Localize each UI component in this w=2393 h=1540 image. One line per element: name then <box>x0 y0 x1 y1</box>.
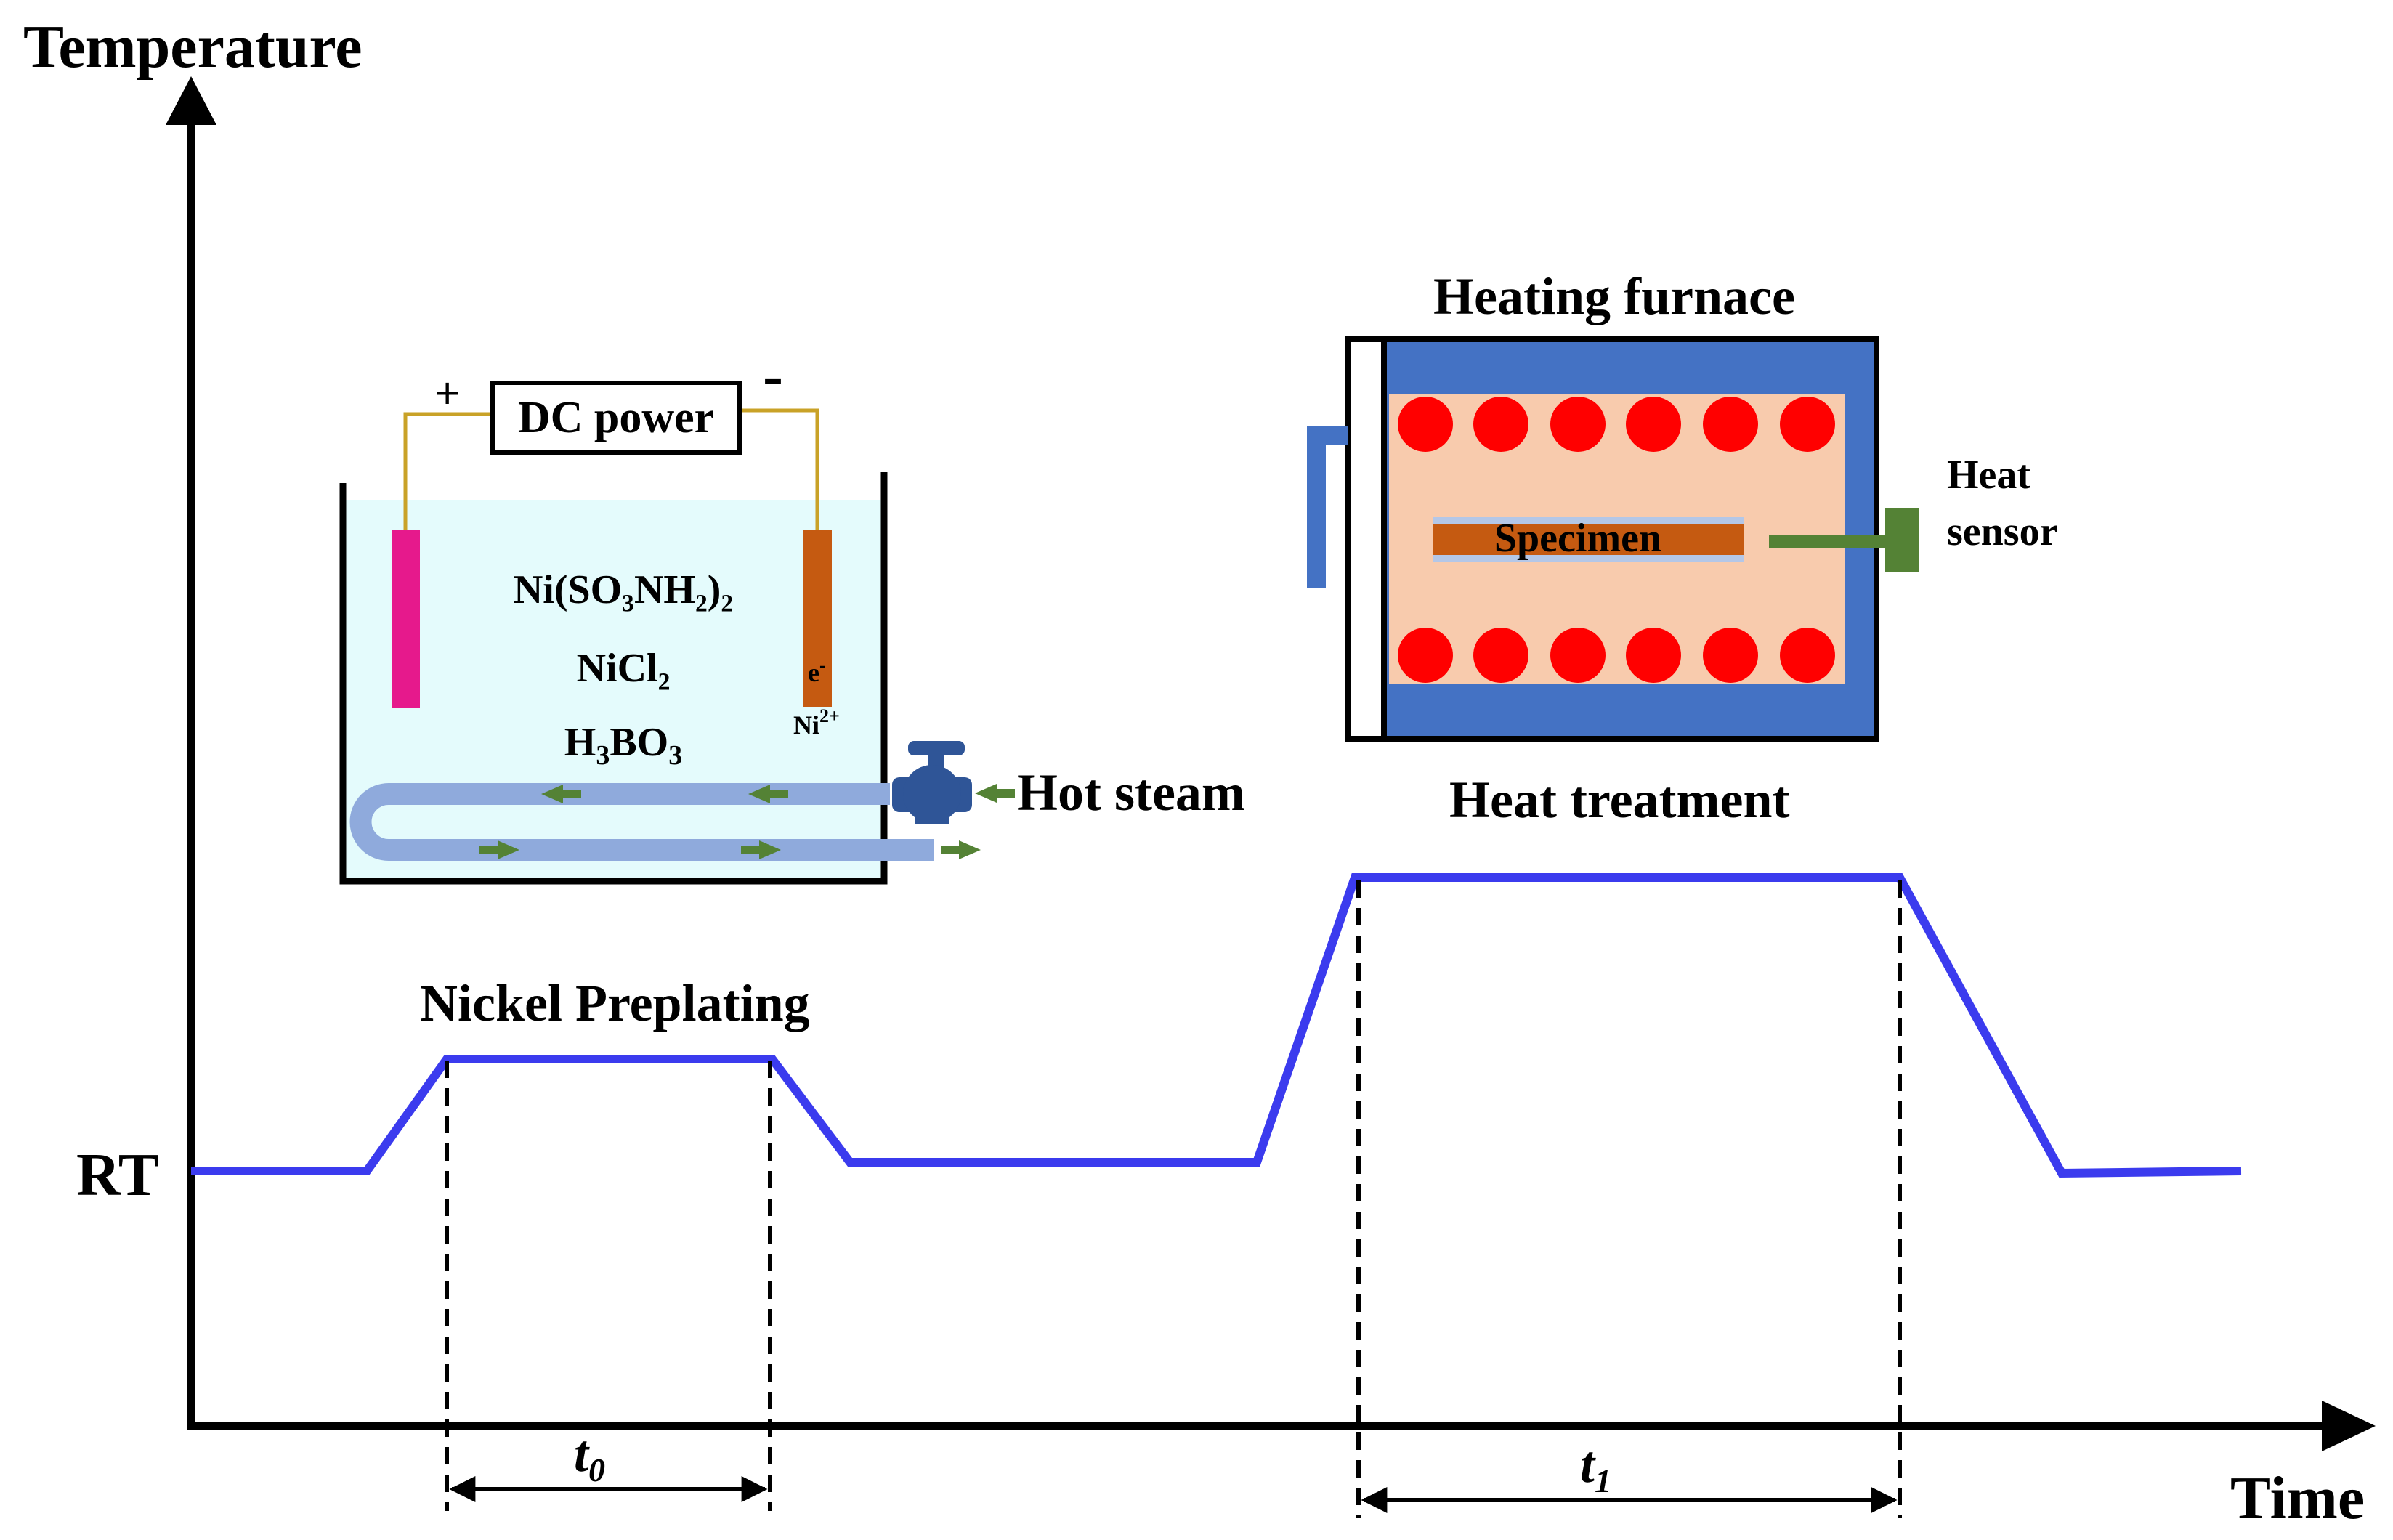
x-axis-arrow-icon <box>2322 1401 2376 1451</box>
flow-arrow-icon <box>479 840 519 859</box>
heat-treatment-label: Heat treatment <box>1449 771 1789 829</box>
dc-power-label: DC power <box>518 393 714 442</box>
heating-element <box>1398 628 1453 683</box>
anode-wire <box>403 412 493 532</box>
nickel-preplating-label: Nickel Preplating <box>420 974 810 1032</box>
t0-label: t0 <box>574 1424 605 1488</box>
valve-icon <box>892 741 972 824</box>
steam-pipe <box>349 783 934 861</box>
heating-element <box>1780 397 1835 452</box>
heat-sensor-probe <box>1769 535 1885 548</box>
heating-element <box>1626 628 1681 683</box>
flow-arrow-icon <box>748 785 788 803</box>
t1-label: t1 <box>1580 1435 1611 1499</box>
heating-element <box>1780 628 1835 683</box>
nickel-ion-label: Ni2+ <box>793 705 840 739</box>
heat-sensor-icon <box>1885 508 1919 572</box>
hot-steam-label: Hot steam <box>1017 763 1245 822</box>
heating-elements-bottom <box>1398 628 1835 683</box>
bath-solution <box>343 500 884 879</box>
heating-elements-top <box>1398 397 1835 452</box>
heating-furnace-label: Heating furnace <box>1433 267 1795 325</box>
y-axis-arrow-icon <box>166 76 216 125</box>
heating-element <box>1626 397 1681 452</box>
door-handle <box>1307 426 1348 588</box>
chemical-sulfamate: Ni(SO₃NH₂)₂ <box>514 567 733 612</box>
heating-element <box>1703 628 1758 683</box>
cathode-sign: - <box>763 342 783 410</box>
cathode-wire <box>740 408 819 532</box>
chemical-nickel-chloride: NiCl₂ <box>577 646 671 691</box>
heating-element <box>1398 397 1453 452</box>
flow-arrow-icon <box>541 785 581 803</box>
plating-bath: DC power + - e- Ni2+ Ni(SO₃NH₂)₂ NiCl₂ H… <box>339 342 1245 885</box>
electron-label: e- <box>808 654 826 687</box>
heating-element <box>1473 628 1528 683</box>
axes: Temperature Time RT <box>23 13 2376 1532</box>
x-axis-label: Time <box>2230 1464 2365 1532</box>
cathode-electrode <box>803 530 832 707</box>
heating-element <box>1473 397 1528 452</box>
heating-element <box>1550 628 1606 683</box>
anode-sign: + <box>434 369 460 418</box>
heating-element <box>1703 397 1758 452</box>
temperature-profile-line <box>191 873 2242 1178</box>
heat-sensor-label-line1: Heat <box>1947 453 2030 498</box>
chemical-boric-acid: H3BO3 <box>564 720 682 771</box>
anode-electrode <box>392 530 420 708</box>
bath-tank <box>339 472 888 885</box>
flow-arrow-icon <box>941 840 981 859</box>
specimen-label: Specimen <box>1494 516 1661 561</box>
duration-markers: t0 t1 <box>445 880 1902 1518</box>
furnace-door <box>1345 336 1387 742</box>
specimen <box>1433 524 1744 555</box>
heating-element <box>1550 397 1606 452</box>
rt-label: RT <box>76 1141 159 1209</box>
flow-arrow-icon <box>741 840 781 859</box>
dc-power-box <box>490 381 742 455</box>
heat-sensor-label-line2: sensor <box>1947 509 2057 554</box>
heating-furnace: Heating furnace Specimen Heat sensor <box>1307 267 2057 742</box>
y-axis-label: Temperature <box>23 13 363 81</box>
steam-inlet-arrow-icon <box>975 784 1015 803</box>
